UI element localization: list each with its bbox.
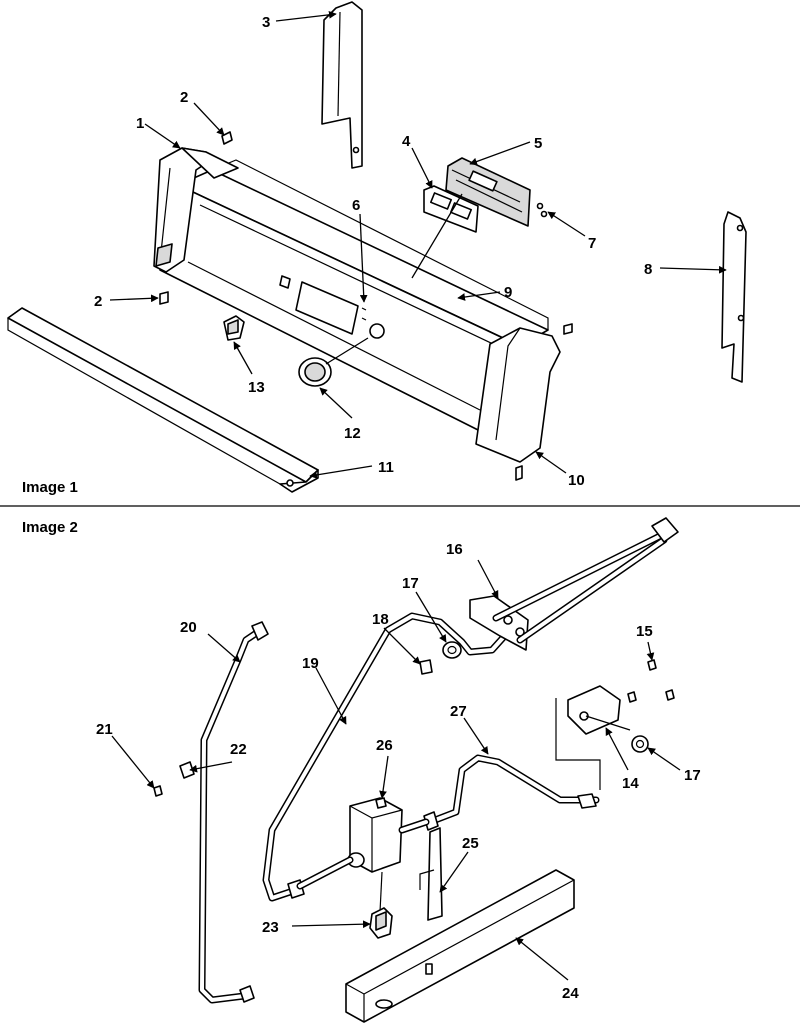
screw-7 (536, 202, 548, 218)
leader-25 (439, 851, 469, 893)
callout-21: 21 (96, 721, 113, 738)
leader-10 (535, 451, 567, 474)
leader-27 (463, 717, 489, 755)
part-13-switch (223, 315, 245, 341)
leader-7 (547, 211, 586, 237)
part-17-nut-right (631, 735, 649, 753)
leader-18 (383, 627, 421, 665)
section-label-image-2: Image 2 (22, 519, 78, 536)
part-12-clock-knob (298, 357, 332, 387)
callout-1: 1 (136, 115, 144, 132)
leader-14 (605, 727, 629, 771)
callout-2-lower: 2 (94, 293, 102, 310)
leader-20 (207, 633, 241, 663)
callout-20: 20 (180, 619, 197, 636)
callout-6: 6 (352, 197, 360, 214)
part-19-tube (262, 612, 514, 902)
leader-12 (319, 387, 353, 419)
leader-11 (309, 465, 373, 479)
callout-3: 3 (262, 14, 270, 31)
part-14-bracket (555, 685, 631, 790)
image-2-panel (111, 517, 681, 1023)
part-23-valve (369, 907, 393, 939)
part-18-fitting (419, 659, 433, 675)
leader-5 (469, 141, 531, 166)
leader-17-upper (415, 591, 447, 643)
callout-23: 23 (262, 919, 279, 936)
part-16-bracket (469, 517, 679, 651)
part-26-regulator (296, 797, 430, 913)
image-1-panel (7, 1, 747, 493)
callout-9: 9 (504, 284, 512, 301)
callout-4: 4 (402, 133, 411, 150)
part-1-left-end-cap (153, 147, 239, 273)
callout-17-upper: 17 (402, 575, 419, 592)
part-10-right-end-cap (475, 323, 573, 481)
leader-4 (411, 147, 433, 189)
leader-17-right (647, 747, 681, 771)
part-11-trim-strip (7, 307, 319, 493)
callout-5: 5 (534, 135, 542, 152)
leader-15 (646, 641, 655, 661)
leader-23 (291, 920, 371, 929)
leader-22 (189, 761, 233, 773)
callout-13: 13 (248, 379, 265, 396)
callout-7: 7 (588, 235, 596, 252)
section-label-image-1: Image 1 (22, 479, 78, 496)
leader-16 (477, 559, 499, 599)
part-5-control-board (445, 157, 531, 227)
leader-9 (457, 291, 501, 301)
callout-15: 15 (636, 623, 653, 640)
callout-22: 22 (230, 741, 247, 758)
leader-13 (233, 341, 253, 375)
leader-19 (315, 667, 347, 725)
part-25-bracket (419, 827, 443, 921)
part-3-bracket (321, 1, 363, 169)
callout-27: 27 (450, 703, 467, 720)
leader-24 (515, 937, 569, 981)
part-4-overlay (423, 185, 479, 233)
part-27-tube (423, 754, 600, 831)
leader-12b (325, 337, 369, 365)
leader-6 (359, 213, 368, 303)
leader-21 (111, 735, 155, 789)
callout-17-right: 17 (684, 767, 701, 784)
callout-25: 25 (462, 835, 479, 852)
leader-2-upper (193, 102, 225, 136)
part-9-backguard-panel (159, 159, 549, 437)
part-20-tube (198, 621, 269, 1004)
callout-11: 11 (378, 459, 394, 476)
leader-9b (411, 193, 463, 279)
part-21-screw (153, 785, 163, 797)
callout-12: 12 (344, 425, 361, 442)
leader-3 (275, 10, 337, 22)
callout-8: 8 (644, 261, 652, 278)
callout-2-upper: 2 (180, 89, 188, 106)
leader-2-lower (109, 294, 159, 303)
part-24-rail (345, 869, 575, 1023)
leader-26 (379, 755, 389, 799)
part-17-nut-upper (442, 641, 462, 659)
leader-1 (144, 123, 181, 149)
screw-2-lower (159, 291, 169, 305)
callout-26: 26 (376, 737, 393, 754)
callout-24: 24 (562, 985, 579, 1002)
callout-16: 16 (446, 541, 463, 558)
callout-19: 19 (302, 655, 319, 672)
callout-14: 14 (622, 775, 639, 792)
callout-18: 18 (372, 611, 389, 628)
part-15-screws (627, 659, 675, 703)
leader-8 (659, 265, 727, 274)
part-8-bracket (721, 211, 747, 383)
callout-10: 10 (568, 472, 585, 489)
